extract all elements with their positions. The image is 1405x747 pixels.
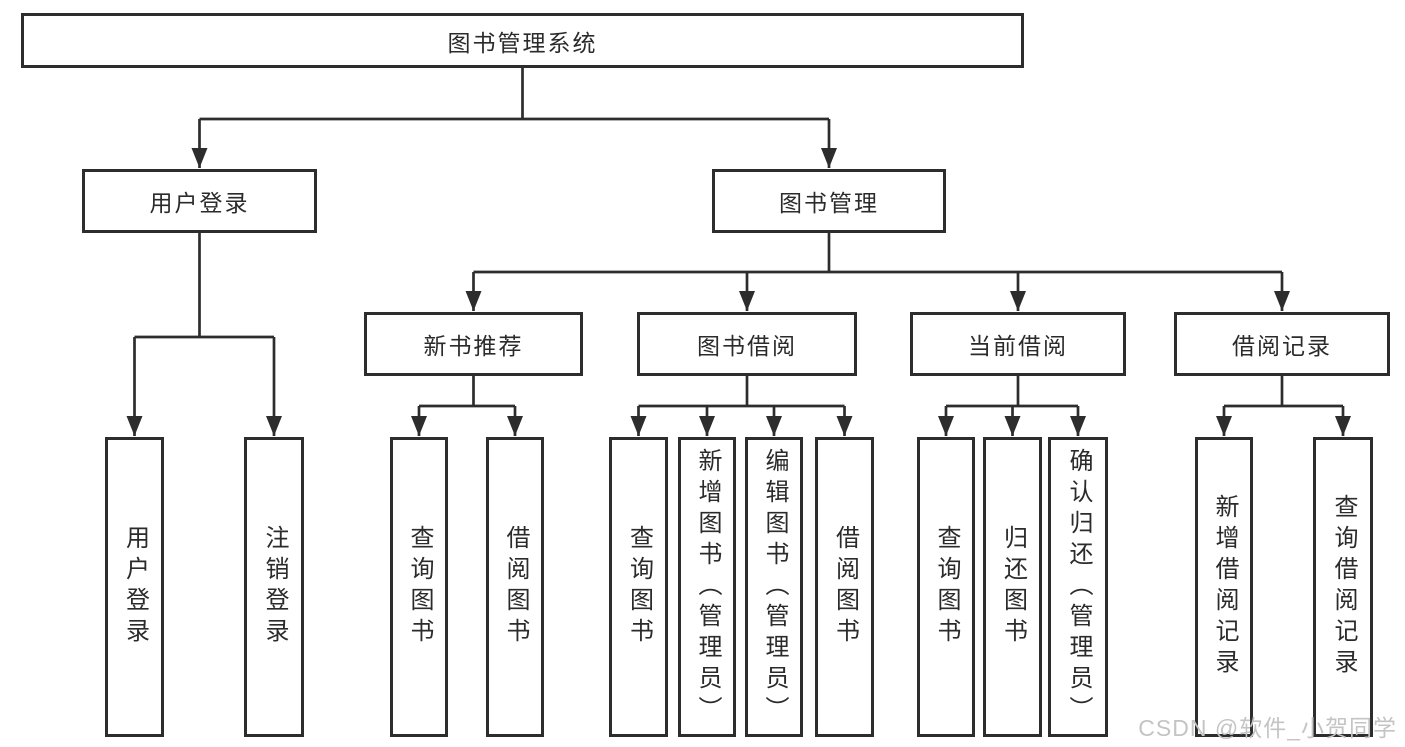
node-label: 确认归还（管理员） [1065, 447, 1092, 727]
node-label: 查询图书 [625, 525, 653, 649]
node-add-borrow-record: 新增借阅记录 [1195, 437, 1253, 737]
node-label: 借阅图书 [502, 525, 529, 649]
node-query-books-borrowing: 查询图书 [609, 437, 668, 737]
node-book-borrowing: 图书借阅 [637, 312, 857, 376]
node-label: 借阅记录 [1232, 333, 1332, 359]
node-new-book-recommendation: 新书推荐 [364, 312, 583, 376]
node-query-borrow-record: 查询借阅记录 [1313, 437, 1373, 737]
node-label: 查询借阅记录 [1330, 494, 1357, 680]
node-query-books-recommend: 查询图书 [390, 437, 448, 737]
node-label: 图书管理 [779, 190, 879, 216]
node-user-login-action: 用户登录 [105, 437, 164, 737]
node-label: 归还图书 [999, 525, 1027, 649]
node-label: 新增借阅记录 [1211, 494, 1238, 680]
node-return-books: 归还图书 [983, 437, 1042, 737]
node-book-management: 图书管理 [712, 169, 946, 233]
node-label: 借阅图书 [831, 525, 859, 649]
node-borrowing-records: 借阅记录 [1174, 312, 1390, 376]
node-current-borrowing: 当前借阅 [910, 312, 1126, 376]
node-add-book-admin: 新增图书（管理员） [678, 437, 736, 737]
csdn-watermark: CSDN @软件_小贺同学 [1138, 715, 1397, 741]
node-query-books-current: 查询图书 [917, 437, 975, 737]
node-logout-action: 注销登录 [244, 437, 304, 737]
node-user-login: 用户登录 [82, 169, 317, 233]
node-label: 注销登录 [261, 525, 288, 649]
node-borrow-books-recommend: 借阅图书 [486, 437, 544, 737]
node-confirm-return-admin: 确认归还（管理员） [1048, 437, 1108, 737]
node-label: 查询图书 [406, 525, 433, 649]
node-label: 图书借阅 [697, 333, 797, 359]
node-label: 用户登录 [121, 525, 149, 649]
node-borrow-books-borrowing: 借阅图书 [815, 437, 874, 737]
node-library-system-root: 图书管理系统 [21, 13, 1024, 68]
node-edit-book-admin: 编辑图书（管理员） [745, 437, 803, 737]
node-label: 查询图书 [933, 525, 960, 649]
node-label: 新书推荐 [423, 333, 524, 359]
node-label: 用户登录 [149, 190, 250, 216]
node-label: 新增图书（管理员） [694, 447, 721, 727]
node-label: 当前借阅 [968, 333, 1068, 359]
node-label: 编辑图书（管理员） [761, 447, 788, 727]
node-label: 图书管理系统 [447, 29, 598, 56]
